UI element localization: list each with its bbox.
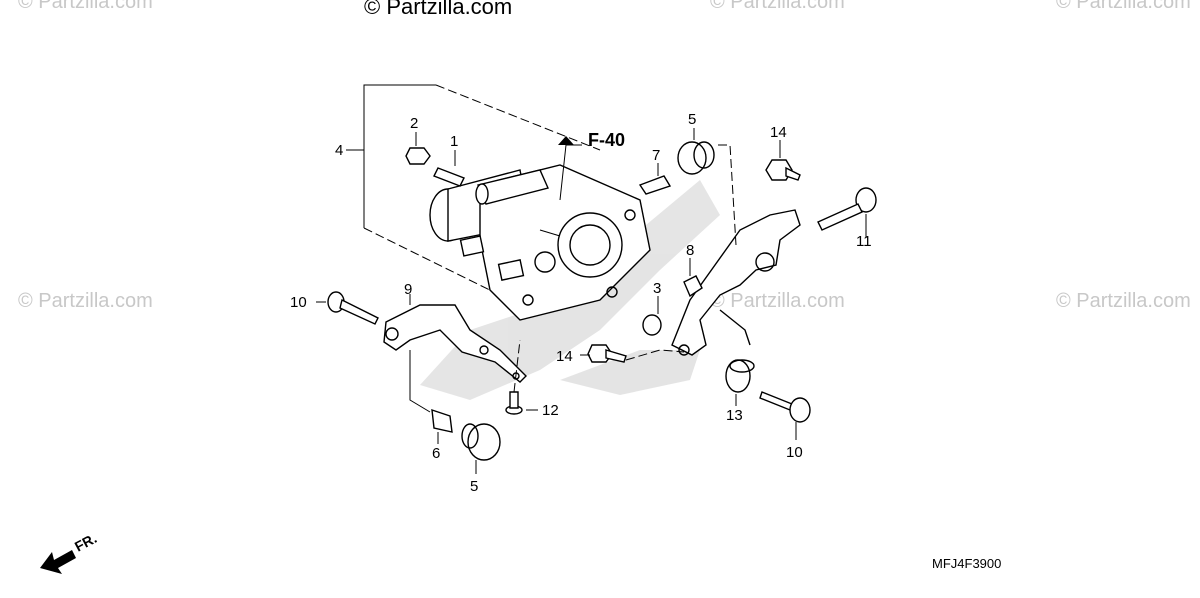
- callout-14-lower: 14: [556, 348, 573, 365]
- part-10-bolt-left: [316, 291, 379, 325]
- part-6-collar: [431, 408, 453, 444]
- callout-3: 3: [653, 280, 661, 297]
- callout-10-right: 10: [786, 444, 803, 461]
- reference-label: F-40: [588, 130, 625, 150]
- part-14-bolt-lower: [580, 344, 685, 363]
- reference-arrow: F-40: [558, 130, 625, 201]
- callout-8: 8: [686, 242, 694, 259]
- part-11-bolt: [817, 187, 877, 238]
- callout-2: 2: [410, 115, 418, 132]
- part-5-grommet-lower: [461, 423, 501, 474]
- callout-6: 6: [432, 445, 440, 462]
- part-1-bolt: [433, 150, 465, 187]
- copyright-notice: © Partzilla.com: [364, 0, 513, 19]
- diagram-code: MFJ4F3900: [932, 556, 1002, 571]
- assembly-bracket: [346, 84, 601, 301]
- part-7-screw: [638, 163, 672, 195]
- part-8-clip: [683, 258, 703, 298]
- watermark: © Partzilla.com: [710, 0, 845, 13]
- part-13-grommet: [725, 359, 755, 406]
- part-14-bolt-top: [765, 140, 801, 181]
- callout-11: 11: [856, 233, 872, 250]
- front-direction-arrow: FR.: [40, 530, 99, 574]
- watermark: © Partzilla.com: [18, 290, 153, 312]
- watermark: © Partzilla.com: [1056, 290, 1191, 312]
- mount-bracket: [671, 144, 801, 356]
- callout-7: 7: [652, 147, 660, 164]
- callout-4: 4: [335, 142, 343, 159]
- callout-1: 1: [450, 133, 458, 150]
- callout-12: 12: [542, 402, 559, 419]
- part-12-bolt: [505, 339, 538, 415]
- part-2-nut: [405, 132, 431, 165]
- watermark: © Partzilla.com: [710, 290, 845, 312]
- callout-10-left: 10: [290, 294, 307, 311]
- part-3-collar: [642, 296, 662, 336]
- part-10-bolt-right: [759, 391, 811, 440]
- callout-5-top: 5: [688, 111, 696, 128]
- watermark: © Partzilla.com: [18, 0, 153, 13]
- part-5-grommet-top: [677, 128, 715, 175]
- front-direction-label: FR.: [72, 530, 99, 555]
- part-9-stay: [383, 294, 527, 413]
- watermark: © Partzilla.com: [1056, 0, 1191, 13]
- callout-13: 13: [726, 407, 743, 424]
- actuator-assembly: [429, 164, 651, 321]
- callout-14-top: 14: [770, 124, 787, 141]
- callout-5-lower: 5: [470, 478, 478, 495]
- callout-9: 9: [404, 281, 412, 298]
